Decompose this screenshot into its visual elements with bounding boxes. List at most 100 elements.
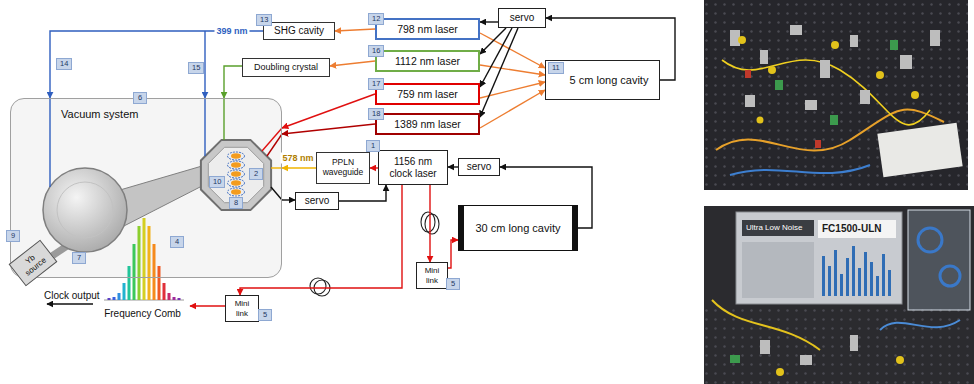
lab-photo — [704, 0, 968, 190]
lab-photo — [820, 60, 830, 78]
laser-box: 1156 nm clock laser — [378, 150, 448, 185]
comb-lines — [118, 293, 121, 300]
lab-photo — [776, 368, 784, 376]
comb-lines — [113, 297, 116, 300]
lab-photo — [704, 206, 974, 384]
lab-photo — [850, 35, 858, 47]
beam-connector — [330, 61, 375, 66]
vacuum-system: Vacuum systemYb source — [10, 98, 282, 278]
lab-photo — [940, 266, 960, 286]
science-chamber — [208, 147, 263, 202]
comb-lines — [148, 226, 151, 300]
waveguide-box: PPLN waveguide — [316, 152, 370, 184]
callout-number: 7 — [72, 252, 86, 264]
wavelength-label: 399 nm — [214, 26, 249, 37]
beam-path — [223, 99, 224, 140]
lab-photo — [877, 123, 962, 178]
lab-photo — [834, 250, 837, 296]
lattice-atoms — [231, 189, 241, 195]
lab-photo — [730, 165, 870, 175]
lab-photo — [818, 220, 896, 238]
comb-lines — [138, 226, 141, 300]
beam-connector — [335, 29, 375, 31]
callout-number: 12 — [368, 13, 384, 25]
lab-photo — [850, 335, 858, 351]
vacuum-fill — [10, 98, 282, 278]
lab-photo — [704, 206, 974, 384]
lattice-atoms — [228, 161, 245, 169]
comb-lines — [158, 266, 161, 300]
beam-connector — [480, 28, 506, 54]
lab-photo — [757, 117, 764, 124]
lab-photo — [831, 41, 839, 49]
lab-photo — [830, 115, 838, 125]
vacuum-fill — [10, 98, 282, 278]
lab-photo — [900, 55, 912, 69]
beam-path — [204, 31, 205, 98]
cavity-box: SHG cavity — [263, 22, 335, 40]
lab-photo — [742, 220, 814, 236]
beam-connector — [480, 33, 545, 68]
beam-connector — [429, 185, 430, 262]
beam-connector — [240, 185, 402, 295]
node-text: 30 cm long cavity — [476, 222, 561, 235]
science-chamber — [201, 140, 271, 210]
lab-photo — [760, 340, 770, 354]
mini-link: Mini link — [416, 262, 448, 289]
node-text: 1389 nm laser — [394, 118, 461, 130]
lab-photo — [822, 256, 825, 296]
lab-photo — [876, 71, 884, 79]
callout-number: 16 — [368, 45, 384, 57]
laser-box: 798 nm laser — [375, 18, 480, 40]
node-text: PPLN waveguide — [320, 158, 366, 178]
lab-photo — [888, 270, 891, 296]
callout-number: 6 — [133, 92, 147, 104]
lab-photo — [760, 50, 768, 64]
beam-path — [50, 31, 282, 200]
lab-photo — [840, 274, 843, 296]
node-text: Vacuum system — [61, 108, 138, 121]
lattice-atoms — [228, 188, 245, 196]
mot-chamber — [43, 168, 127, 252]
callout-number: 13 — [256, 14, 272, 26]
lab-photo — [828, 266, 831, 296]
node-text: 1156 nm clock laser — [382, 156, 444, 179]
photo-text: FC1500-ULN — [822, 223, 881, 235]
lab-photo — [876, 276, 879, 296]
lab-photo — [858, 268, 861, 296]
lattice-atoms — [231, 171, 241, 177]
beam-connector — [339, 185, 386, 201]
lab-photo — [736, 212, 902, 304]
servo-box: servo — [295, 192, 339, 210]
fiber-coil — [425, 214, 439, 234]
callout-number: 5 — [446, 278, 460, 290]
comb-lines — [123, 283, 126, 300]
lab-photo — [911, 91, 919, 99]
node-text: 798 nm laser — [397, 23, 458, 35]
beam-connector — [224, 66, 242, 98]
lab-photo — [918, 228, 942, 252]
comb-lines — [173, 297, 176, 300]
output-arrow — [47, 304, 93, 305]
node-text: servo — [510, 12, 534, 24]
lab-photo — [738, 36, 746, 44]
frequency-comb: Frequency Comb — [95, 205, 190, 320]
node-text: 759 nm laser — [397, 88, 458, 100]
laser-box: 1389 nm laser — [375, 113, 480, 135]
wavelength-label: 578 nm — [280, 153, 315, 164]
lab-photo — [880, 320, 960, 330]
lattice-atoms — [231, 162, 241, 168]
node-text: 1112 nm laser — [395, 55, 460, 67]
lab-photo — [864, 252, 867, 296]
lab-photo — [704, 0, 968, 190]
crystal-box: Doubling crystal — [242, 58, 330, 77]
mot-chamber — [57, 182, 113, 238]
callout-number: 8 — [229, 197, 243, 209]
lattice-atoms — [228, 152, 245, 160]
lattice-atoms — [231, 153, 241, 159]
transfer-tube — [120, 166, 202, 228]
node-text: servo — [467, 161, 491, 173]
lab-photo — [768, 66, 776, 74]
